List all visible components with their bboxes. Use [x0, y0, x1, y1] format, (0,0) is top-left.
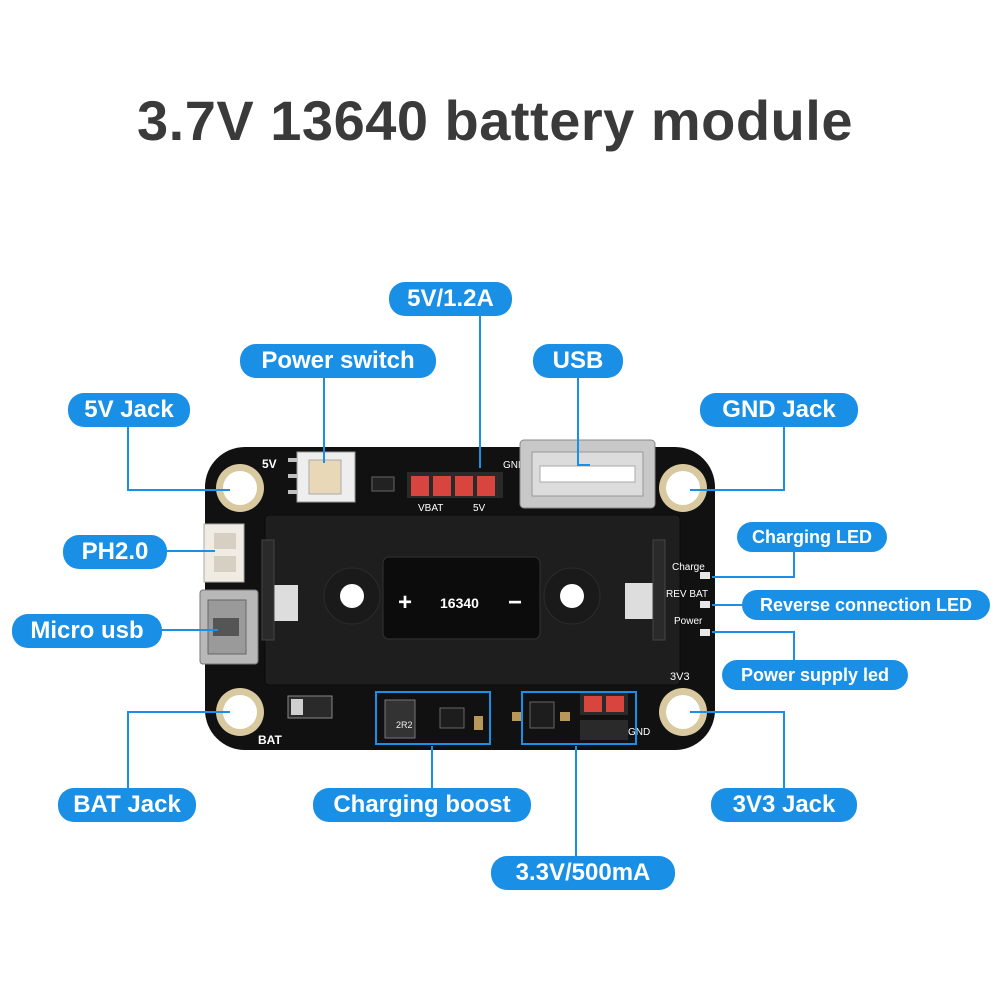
usb-a-connector — [519, 439, 656, 509]
page-title: 3.7V 13640 battery module — [137, 89, 853, 152]
label-usb: USB — [533, 344, 623, 378]
label-reverse-led: Reverse connection LED — [742, 590, 990, 620]
leader-usb — [577, 374, 590, 466]
label-power-switch: Power switch — [240, 344, 436, 378]
mounting-hole-3v3 — [659, 688, 707, 736]
silk-gnd-top: GND — [503, 460, 525, 471]
leader-3v3-jack — [690, 711, 785, 790]
charging-boost-box — [375, 691, 491, 745]
power-led — [700, 629, 710, 636]
silk-gnd-bottom: GND — [628, 727, 650, 738]
inductor-label: 2R2 — [396, 720, 413, 730]
reverse-led — [700, 601, 710, 608]
leader-bat-jack — [127, 711, 230, 790]
mounting-hole-bat — [216, 688, 264, 736]
micro-usb-connector — [199, 589, 259, 665]
label-ph20: PH2.0 — [63, 535, 167, 569]
silk-bat: BAT — [258, 733, 282, 747]
label-charging-led: Charging LED — [737, 522, 887, 552]
header-5v-pins — [407, 472, 503, 498]
label-power-led: Power supply led — [722, 660, 908, 690]
label-5v-1-2a: 5V/1.2A — [389, 282, 512, 316]
leader-power-led — [712, 631, 795, 660]
battery-holder — [261, 514, 681, 686]
silk-5v-header: 5V — [473, 503, 486, 514]
silk-rev-bat: REV BAT — [666, 589, 708, 600]
regulator-circuit — [512, 693, 628, 740]
power-switch — [288, 451, 356, 503]
sot-component — [371, 476, 395, 492]
label-charging-boost: Charging boost — [313, 788, 531, 822]
battery-minus: − — [508, 589, 522, 616]
label-3v3-jack: 3V3 Jack — [711, 788, 857, 822]
mounting-hole-5v — [216, 464, 264, 512]
silk-5v: 5V — [262, 457, 277, 471]
battery-plus: + — [398, 589, 412, 616]
silk-3v3: 3V3 — [670, 671, 690, 683]
label-bat-jack: BAT Jack — [58, 788, 196, 822]
diode-pad — [291, 699, 303, 715]
leader-lines — [127, 312, 795, 856]
leader-gnd-jack — [690, 426, 785, 491]
leader-5v-jack — [127, 426, 230, 491]
mounting-hole-gnd — [659, 464, 707, 512]
label-micro-usb: Micro usb — [12, 614, 162, 648]
ph20-connector — [203, 523, 245, 583]
label-gnd-jack: GND Jack — [700, 393, 858, 427]
regulator-box — [521, 691, 637, 745]
charging-led — [700, 572, 710, 579]
silk-vbat: VBAT — [418, 503, 443, 514]
silk-power: Power — [674, 616, 703, 627]
label-3-3v-500ma: 3.3V/500mA — [491, 856, 675, 890]
battery-label: 16340 — [440, 595, 479, 611]
charging-boost-circuit — [384, 699, 483, 739]
label-5v-jack: 5V Jack — [68, 393, 190, 427]
silk-charge: Charge — [672, 562, 705, 573]
leader-charging-led — [712, 552, 795, 578]
